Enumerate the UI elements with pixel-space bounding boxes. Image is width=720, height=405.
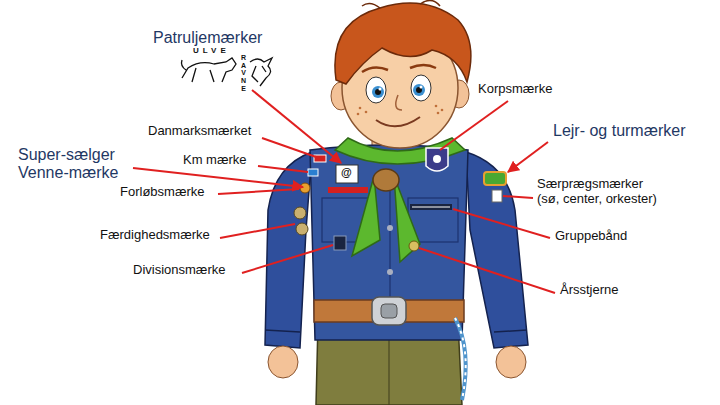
leader-lines-part [242, 245, 333, 273]
head-part [396, 95, 402, 110]
leader-lines-part [419, 248, 555, 293]
leader-lines-part [508, 142, 548, 172]
head-part [365, 111, 368, 114]
badges-part [294, 207, 306, 219]
lanyard-part [455, 318, 466, 400]
head-part [420, 86, 423, 89]
badge-label: Super-sælger Venne-mærke [18, 146, 128, 183]
head-part [376, 117, 420, 126]
leader-lines-part [453, 209, 550, 238]
shirt-part [387, 269, 393, 275]
shirt-part [494, 330, 527, 332]
badges-part [484, 172, 506, 185]
shirt-part [265, 330, 300, 332]
head-part [357, 113, 360, 116]
head-part [441, 109, 444, 112]
badges-part [328, 187, 368, 193]
shirt-part [466, 152, 528, 348]
badges-part [426, 148, 448, 171]
leader-lines-part [220, 224, 295, 238]
badges-part [433, 155, 441, 163]
badge-label: Korpsmærke [478, 82, 552, 97]
badges-part [300, 183, 310, 193]
badges-part [412, 207, 450, 208]
leader-lines-part [252, 90, 341, 163]
head-part [435, 105, 438, 108]
head-part [359, 107, 362, 110]
head-part [372, 86, 384, 98]
leader-lines-part [440, 101, 508, 150]
leader-lines-part [258, 166, 308, 172]
badges-part [296, 223, 308, 235]
belt [314, 297, 464, 325]
badge-label: Færdighedsmærke [100, 228, 210, 243]
head [331, 0, 471, 148]
badges-part [334, 236, 346, 250]
badge-label: Forløbsmærke [120, 185, 205, 200]
patrol-icons-part [250, 58, 272, 86]
badge-label: Gruppebånd [555, 229, 627, 244]
head-part [411, 75, 431, 101]
neckerchief-part [373, 169, 399, 191]
badges-part [409, 241, 419, 251]
badges [294, 148, 506, 251]
shirt-part [265, 152, 312, 348]
head-part [335, 3, 471, 84]
neckerchief-part [394, 176, 420, 262]
patrol-badges-label: Patruljemærker [153, 29, 262, 47]
badge-label: Særprægsmærker (sø, center, orkester) [537, 177, 662, 207]
badge-label: Årsstjerne [560, 283, 619, 298]
hands [268, 346, 526, 378]
badge-symbol: @ [341, 166, 352, 179]
neckerchief [335, 138, 465, 262]
badges-part [336, 165, 358, 183]
badge-label: Km mærke [183, 153, 247, 168]
lanyard [455, 318, 466, 400]
leader-lines-part [503, 196, 533, 198]
lanyard-part [455, 318, 466, 400]
shirt-part [310, 145, 468, 340]
head-part [437, 112, 440, 115]
belt-part [372, 297, 406, 325]
head-part [362, 0, 440, 8]
shirt-part [387, 225, 393, 231]
badge-label: Lejr- og turmærker [553, 122, 685, 140]
head-part [366, 77, 386, 103]
patrol-name: ULVE [193, 46, 230, 55]
badges-part [492, 190, 502, 202]
shirt [265, 145, 528, 348]
leader-lines-part [218, 189, 299, 194]
pants-part [389, 330, 390, 405]
patrol-icons-part [182, 58, 237, 82]
head-part [362, 67, 388, 72]
hands-part [268, 346, 298, 378]
patrol-name: RAVNE [240, 54, 247, 92]
badges-part [308, 169, 318, 176]
leader-lines-part [262, 138, 316, 157]
shirt-part [389, 190, 390, 300]
head-part [413, 84, 425, 96]
badge-label: Divisionsmærke [133, 263, 225, 278]
head-part [379, 88, 382, 91]
patrol-icons [182, 58, 273, 86]
head-part [410, 65, 436, 68]
belt-part [381, 304, 397, 318]
hands-part [496, 346, 526, 378]
badge-label: Danmarksmærket [148, 124, 251, 139]
badges-part [410, 204, 452, 210]
